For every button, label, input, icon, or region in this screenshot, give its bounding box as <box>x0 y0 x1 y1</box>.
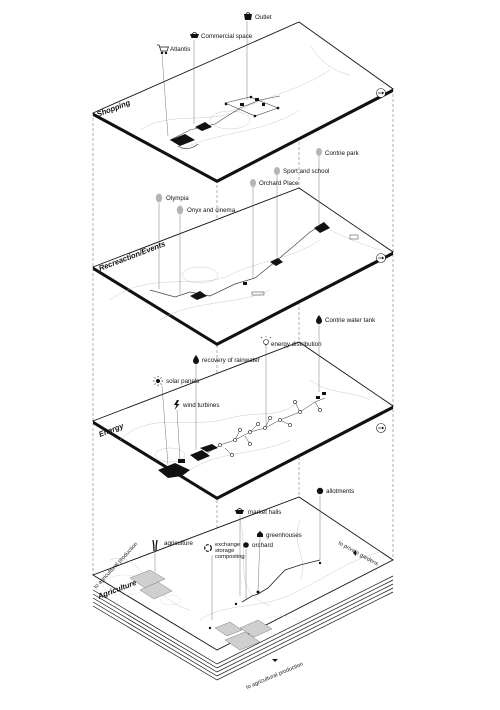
balloon-icon <box>176 205 184 215</box>
shopping-bag-icon <box>244 12 252 20</box>
label-agriculture: agriculture <box>164 540 193 547</box>
sun-icon <box>153 376 163 386</box>
layer-recreation: Contrie park Sport and school Orchard Pl… <box>91 148 394 346</box>
layer-energy: Contrie water tank energy distribution r… <box>91 315 394 500</box>
wheat-icon <box>152 539 158 552</box>
layer-shopping: Outlet Commercial space Atlantis Shoppin… <box>91 12 394 183</box>
label-greenhouses: greenhouses <box>266 532 302 539</box>
label-recovery-rainwater: recovery of rainwater <box>202 357 260 364</box>
recycle-icon <box>204 544 212 552</box>
label-commercial-space: Commercial space <box>201 33 253 40</box>
label-sport-school: Sport and school <box>283 168 329 175</box>
water-drop-icon <box>193 355 199 364</box>
label-contrie-water-tank: Contrie water tank <box>325 317 376 324</box>
lightning-icon <box>174 400 180 410</box>
water-drop-icon <box>316 315 322 324</box>
shopping-cart-icon <box>157 44 170 55</box>
balloon-icon <box>274 167 280 175</box>
label-contrie-park: Contrie park <box>325 150 360 157</box>
arrow-icon <box>272 550 356 662</box>
label-energy-distribution: energy distribution <box>271 341 322 348</box>
edge-label-bottom: to agricultural production <box>245 661 304 690</box>
label-onyx-cinema: Onyx and cinema <box>187 207 236 214</box>
basket-icon <box>235 508 244 514</box>
label-allotments: allotments <box>326 488 354 495</box>
shopping-basket-icon <box>190 32 199 38</box>
north-arrow-icon <box>376 253 386 263</box>
north-arrow-icon <box>376 88 386 98</box>
label-wind-turbines: wind turbines <box>182 402 219 409</box>
label-solar-panels: solar panels <box>166 378 199 385</box>
cabbage-icon <box>316 487 324 495</box>
balloon-icon <box>316 148 322 156</box>
balloon-icon <box>250 179 256 187</box>
label-market-halls: market halls <box>248 509 281 516</box>
greenhouse-icon <box>257 531 263 537</box>
label-outlet: Outlet <box>255 14 272 21</box>
label-atlantis: Atlantis <box>170 46 190 53</box>
label-exchange: exchange storage composting <box>215 542 245 560</box>
light-bulb-icon <box>260 336 272 346</box>
label-olympia: Olympia <box>166 195 189 202</box>
apple-icon <box>243 542 249 548</box>
plane-agriculture <box>91 496 394 651</box>
label-orchard: orchard <box>252 542 274 549</box>
layer-agriculture: allotments market halls greenhouses orch… <box>91 487 394 691</box>
label-orchard-place: Orchard Place <box>259 180 299 187</box>
balloon-icon <box>155 193 163 203</box>
plane-energy <box>91 341 394 498</box>
north-arrow-icon <box>376 423 386 433</box>
